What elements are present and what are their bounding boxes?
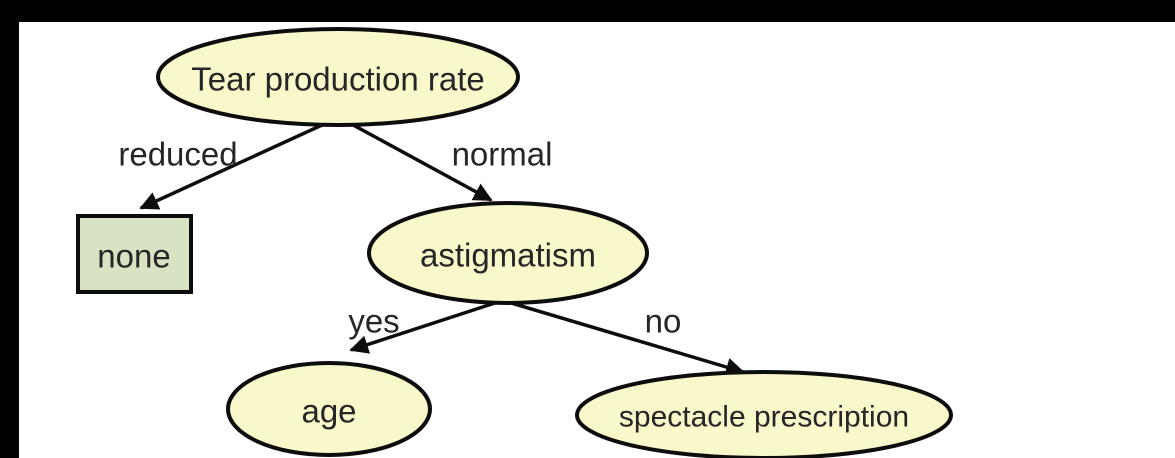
edge-label-yes: yes: [348, 303, 399, 340]
edge-label-reduced: reduced: [118, 136, 237, 173]
edge-line-normal: [343, 118, 493, 202]
node-spectacle-prescription: spectacle prescription: [575, 370, 953, 458]
edge-root-to-astigmatism: normal: [343, 118, 553, 202]
node-shape-age: [226, 361, 432, 457]
node-shape-astigmatism: [367, 201, 649, 305]
edge-label-no: no: [645, 303, 682, 340]
edge-label-normal: normal: [452, 136, 553, 173]
node-none-leaf: none: [76, 214, 193, 294]
node-age: age: [226, 361, 432, 457]
node-label-astigmatism: astigmatism: [420, 237, 596, 274]
node-tear-production-rate: Tear production rate: [156, 27, 520, 127]
node-shape-none: [76, 214, 193, 294]
node-label-none: none: [97, 238, 170, 275]
node-label-spectacle: spectacle prescription: [619, 401, 909, 434]
node-astigmatism: astigmatism: [367, 201, 649, 305]
node-label-root: Tear production rate: [191, 61, 485, 98]
edge-line-yes: [349, 299, 502, 354]
node-shape-spectacle: [575, 370, 953, 458]
edge-astigmatism-to-age: yes: [348, 299, 502, 354]
edge-astigmatism-to-spectacle: no: [507, 300, 745, 377]
edge-line-no: [507, 300, 745, 377]
edge-root-to-none: reduced: [118, 118, 334, 210]
edge-line-reduced: [139, 118, 334, 210]
node-label-age: age: [301, 393, 356, 430]
node-shape-root: [156, 27, 520, 127]
